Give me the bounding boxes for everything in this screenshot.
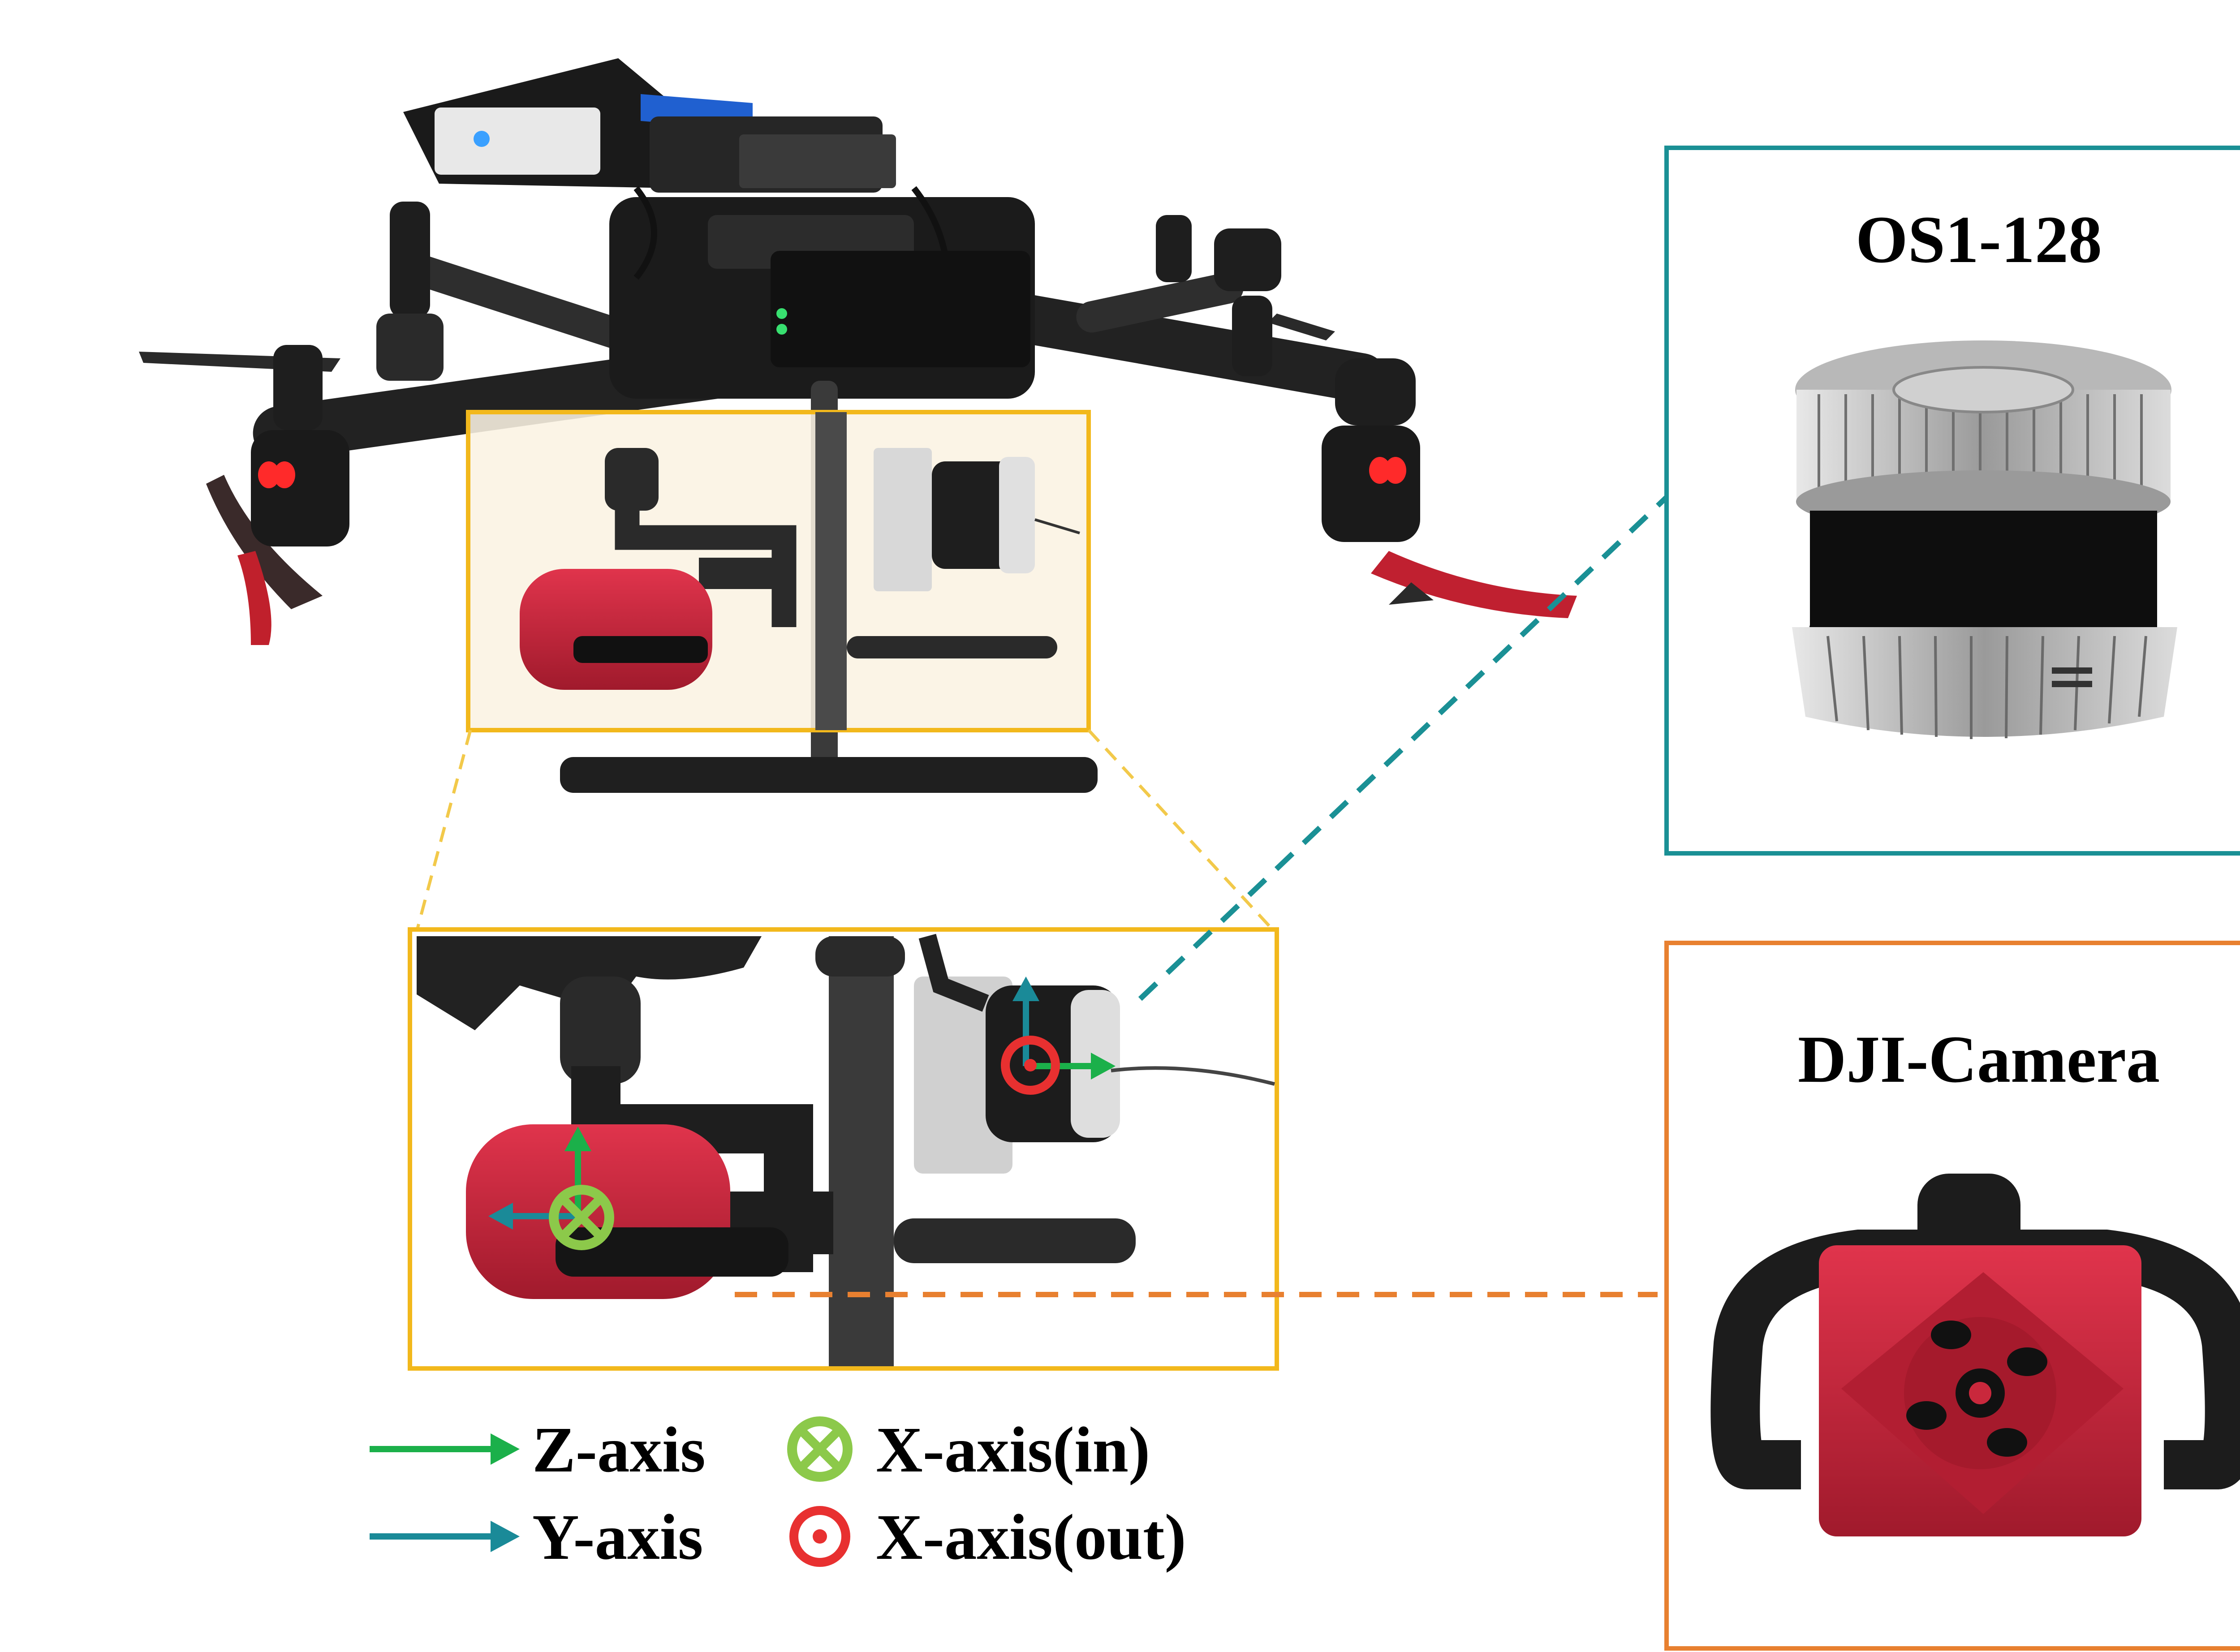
lidar-panel: OS1-128 — [1664, 146, 2240, 856]
lidar-panel-title: OS1-128 — [1856, 202, 2102, 277]
legend-x-in-label: X-axis(in) — [876, 1414, 1150, 1486]
circle-dot-icon — [1001, 1036, 1060, 1095]
camera-frame-axes — [488, 1127, 614, 1250]
circle-dot-icon — [789, 1506, 850, 1567]
lidar-sensor-image — [1792, 340, 2177, 739]
drone-image — [139, 58, 1577, 793]
lidar-frame-axes — [1001, 977, 1116, 1095]
zoom-connector-left — [415, 730, 472, 932]
dji-camera-image — [1710, 1174, 2240, 1536]
camera-panel: DJI-Camera — [1664, 941, 2240, 1651]
zoom-connector-right — [1087, 729, 1276, 933]
lidar-leader-line — [1138, 495, 1669, 1001]
legend-y-axis-label: Y-axis — [532, 1501, 703, 1573]
arrow-icon — [370, 1521, 520, 1552]
legend-z-axis: Z-axis — [370, 1414, 706, 1486]
legend-x-in: X-axis(in) — [787, 1414, 1150, 1486]
arrow-icon — [370, 1433, 520, 1465]
drone-zoom-region — [466, 410, 1091, 732]
legend: Z-axis Y-axis X-axis(in) X-axis(out) — [370, 1414, 1186, 1573]
camera-panel-title: DJI-Camera — [1798, 1022, 2160, 1097]
circle-cross-icon — [787, 1416, 853, 1482]
legend-y-axis: Y-axis — [370, 1501, 703, 1573]
circle-cross-icon — [549, 1185, 614, 1250]
legend-z-axis-label: Z-axis — [532, 1414, 706, 1486]
legend-x-out-label: X-axis(out) — [876, 1501, 1186, 1573]
legend-x-out: X-axis(out) — [789, 1501, 1186, 1573]
